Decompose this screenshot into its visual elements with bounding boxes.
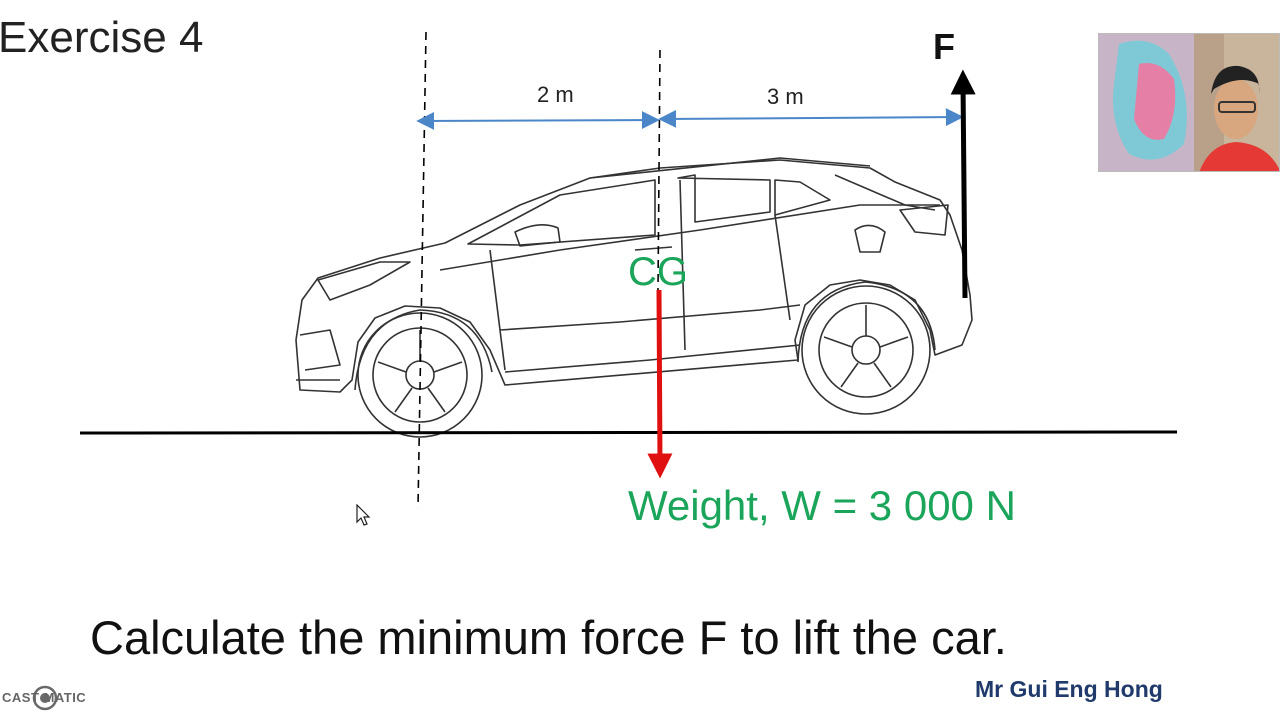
front-axle-dashed-line: [417, 31, 427, 509]
car-rear-wheel: [801, 285, 931, 415]
car-headlight: [317, 261, 411, 301]
force-arrow: [950, 69, 976, 299]
car-window-rear: [774, 179, 831, 216]
record-circle-icon: [32, 685, 58, 711]
cg-label: CG: [628, 250, 688, 294]
dimension-arrow-3m: [658, 108, 964, 128]
car-window-middle: [677, 174, 771, 223]
cg-dashed-line: [657, 49, 661, 291]
slide-title: Exercise 4: [0, 13, 204, 62]
author-name: Mr Gui Eng Hong: [975, 676, 1163, 702]
dimension-label-3m: 3 m: [767, 84, 804, 109]
car-mirror: [514, 224, 561, 247]
car-taillight: [899, 204, 949, 236]
question-text: Calculate the minimum force F to lift th…: [90, 611, 1007, 664]
weight-arrow: [647, 289, 673, 479]
presenter-webcam-overlay: [1098, 33, 1280, 172]
screencast-watermark: CAST MATIC: [0, 682, 110, 712]
dimension-arrow-2m: [416, 111, 660, 130]
force-label: F: [933, 26, 955, 67]
car-window-front: [467, 179, 656, 246]
car-drawing: [295, 157, 973, 393]
weight-label: Weight, W = 3 000 N: [628, 482, 1016, 529]
dimension-label-2m: 2 m: [537, 82, 574, 107]
ground-line: [79, 430, 1178, 435]
mouse-cursor-icon: [356, 504, 371, 526]
car-body-outline: [295, 159, 973, 393]
watermark-text: CAST MATIC: [2, 690, 87, 705]
